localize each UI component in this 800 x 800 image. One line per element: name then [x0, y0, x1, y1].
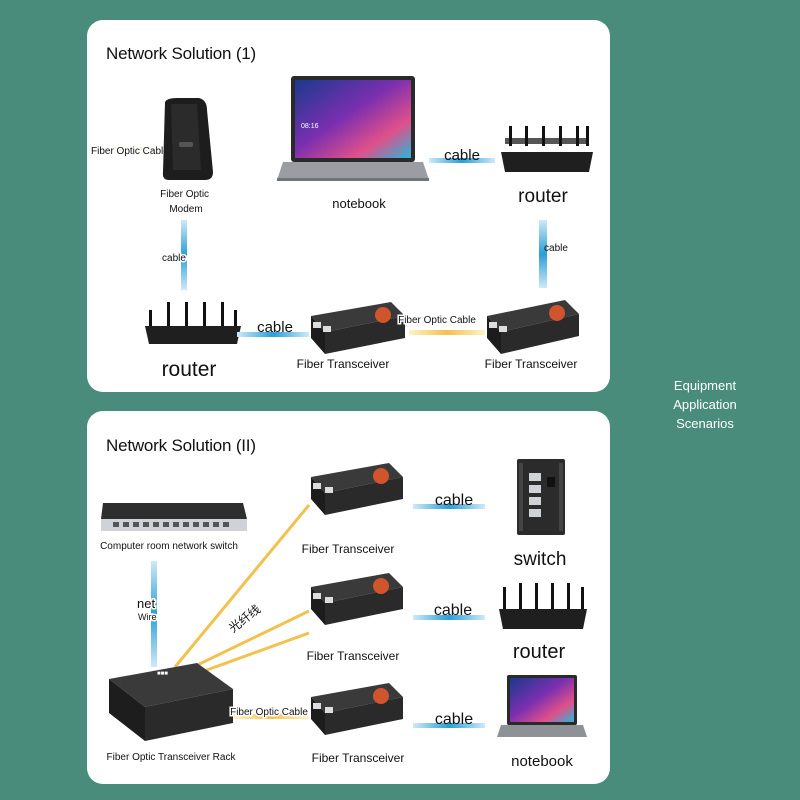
router-bottom-label: router	[162, 358, 217, 381]
computer-room-switch-icon	[101, 503, 247, 531]
rack-label: Fiber Optic Transceiver Rack	[107, 752, 237, 763]
router-label: router	[513, 641, 566, 663]
cable-vertical-left-label: cable	[162, 253, 186, 264]
svg-text:■■■: ■■■	[157, 671, 168, 677]
transceiver-3-label: Fiber Transceiver	[312, 751, 405, 765]
side-caption-line-3: Scenarios	[676, 416, 734, 431]
router-top-icon	[501, 126, 593, 172]
router-icon	[499, 583, 587, 629]
notebook-icon: 08:16	[277, 76, 429, 181]
transceiver-1-icon	[311, 463, 403, 515]
cable-2	[413, 615, 485, 620]
panel-title: Network Solution (II)	[106, 436, 256, 455]
cable-1	[413, 504, 485, 509]
fiber-optic-modem-icon	[162, 98, 213, 180]
transceiver-left-icon	[311, 302, 405, 354]
net-wire-label-line-1: net	[137, 596, 155, 611]
net-wire	[151, 561, 157, 667]
net-wire-label: net Wire	[137, 596, 158, 622]
cable-vertical-right-label: cable	[544, 243, 568, 254]
cable-vertical-left	[181, 220, 187, 290]
fiber-cn-label: 光纤线	[226, 602, 263, 635]
svg-text:08:16: 08:16	[301, 123, 319, 130]
transceiver-1-label: Fiber Transceiver	[302, 542, 395, 556]
modem-label-line-2: Modem	[169, 204, 202, 215]
fiber-cable-top-label: Fiber Optic Cable	[91, 146, 169, 157]
notebook-label: notebook	[332, 196, 386, 211]
fiber-cable-mid-label: Fiber Optic Cable	[398, 315, 476, 326]
notebook-icon	[497, 675, 587, 737]
router-top-label: router	[518, 186, 568, 207]
fiber-transceiver-rack-icon: ■■■	[109, 663, 233, 741]
fiber-cable-mid	[409, 330, 485, 335]
side-caption-line-1: Equipment	[673, 378, 737, 393]
panel-title: Network Solution (1)	[106, 44, 257, 63]
fiber-lines	[173, 504, 311, 677]
cable-bottom-label: cable	[257, 319, 293, 336]
cable-bottom	[237, 332, 309, 337]
side-caption-line-2: Application	[673, 397, 737, 412]
cable-vertical-right	[539, 220, 547, 288]
solution-2-diagram: Computer room network switch net Wire 光纤…	[100, 459, 587, 770]
fiber-cable-bottom-label: Fiber Optic Cable	[230, 707, 308, 718]
fiber-cable-top-left	[93, 146, 160, 154]
cable-top	[429, 158, 495, 163]
switch-label: switch	[514, 549, 567, 570]
modem-label: Fiber Optic Modem	[160, 189, 212, 215]
transceiver-left-label: Fiber Transceiver	[297, 357, 390, 371]
transceiver-right-icon	[487, 300, 579, 354]
modem-label-line-1: Fiber Optic	[160, 189, 209, 200]
transceiver-3-icon	[311, 683, 403, 735]
fiber-cable-bottom	[233, 714, 309, 719]
switch-icon	[517, 459, 565, 535]
transceiver-right-label: Fiber Transceiver	[485, 357, 578, 371]
router-bottom-icon	[145, 302, 241, 344]
cable-3	[413, 723, 485, 728]
cable-2-label: cable	[434, 602, 472, 619]
solution-1-diagram: Fiber Optic Cable Fiber Optic Modem cabl…	[90, 76, 593, 381]
net-wire-label-line-2: Wire	[138, 612, 157, 622]
transceiver-2-icon	[311, 573, 403, 625]
network-solution-1-panel: Network Solution (1) Fiber Optic Cable F…	[87, 20, 610, 392]
side-caption: Equipment Application Scenarios	[660, 376, 750, 433]
network-solution-2-panel: Network Solution (II)	[87, 411, 610, 784]
notebook-label: notebook	[511, 753, 573, 770]
cable-top-label: cable	[444, 147, 480, 164]
transceiver-2-label: Fiber Transceiver	[307, 649, 400, 663]
cable-3-label: cable	[435, 711, 473, 728]
cable-1-label: cable	[435, 492, 473, 509]
computer-room-switch-label: Computer room network switch	[100, 541, 238, 552]
